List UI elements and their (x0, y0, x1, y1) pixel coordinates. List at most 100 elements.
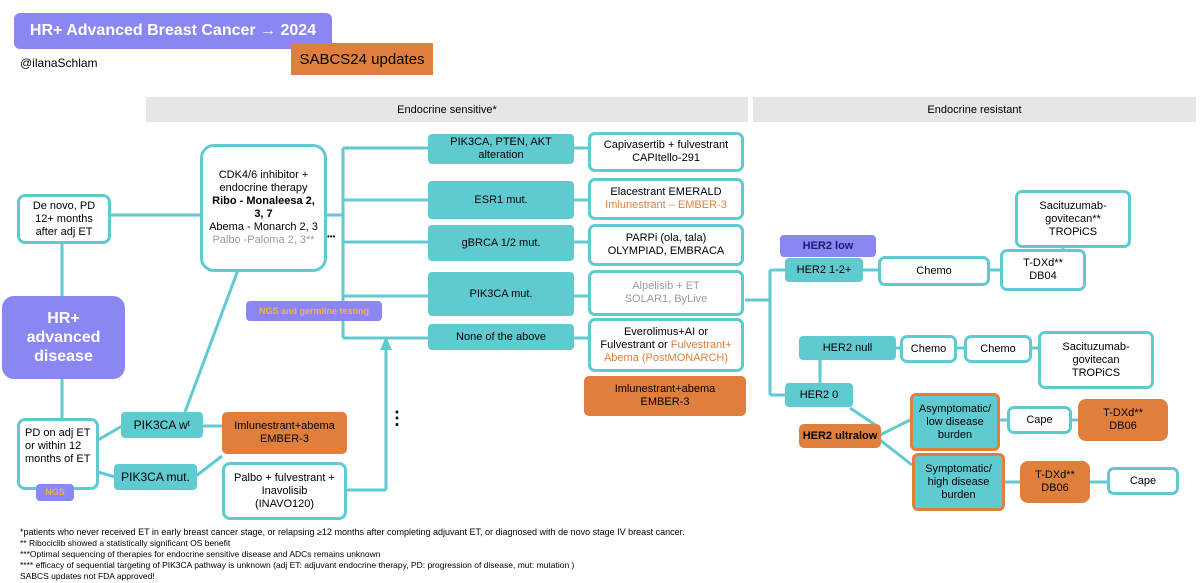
tdxd-db06a-2: DB06 (1109, 420, 1137, 432)
hr-line1: HR+ (47, 310, 80, 327)
asymptomatic-node: Asymptomatic/ low disease burden (910, 393, 1000, 451)
denovo-label: De novo, PD 12+ months after adj ET (32, 199, 96, 238)
imlun-abema-left-node: Imlunestrant+abema EMBER-3 (222, 412, 347, 454)
her2-low-label: HER2 low (802, 239, 854, 252)
therapy-alpe-1: Alpelisib + ET (632, 280, 700, 292)
sym-3: burden (941, 488, 976, 501)
symptomatic-node: Symptomatic/ high disease burden (912, 453, 1005, 511)
alteration-gbrca-node: gBRCA 1/2 mut. (428, 225, 574, 261)
cape-sym-label: Cape (1129, 474, 1157, 487)
cape-asym-node: Cape (1007, 406, 1072, 434)
therapy-evero-2: Fulvestrant or (600, 338, 668, 351)
endocrine-resistant-band: Endocrine resistant (753, 97, 1196, 122)
therapy-evero-orange-2: Abema (PostMONARCH) (603, 351, 729, 364)
tdxd-db06b-1: T-DXd** (1035, 469, 1075, 481)
her2-0-node: HER2 0 (785, 383, 853, 407)
imlun-abema-left-1: Imlunestrant+abema (234, 420, 335, 432)
sacituzumab-top-node: Sacituzumab- govitecan** TROPiCS (1015, 190, 1131, 248)
therapy-elacestrant-node: Elacestrant EMERALD Imlunestrant – EMBER… (588, 178, 744, 220)
her2-12-label: HER2 1-2+ (796, 263, 852, 276)
her2-0-label: HER2 0 (799, 388, 839, 401)
asym-2: low disease (926, 415, 984, 428)
her2-null-node: HER2 null (799, 336, 896, 360)
cdk46-node: CDK4/6 inhibitor + endocrine therapy Rib… (200, 144, 327, 272)
pik3ca-mut-label: PIK3CA mut. (121, 469, 190, 484)
her2-12-node: HER2 1-2+ (785, 258, 863, 282)
tdxd-db06-asym-node: T-DXd** DB06 (1078, 399, 1168, 441)
alteration-none-node: None of the above (428, 324, 574, 350)
chemo-null-1-label: Chemo (910, 342, 947, 355)
sym-1: Symptomatic/ (925, 462, 992, 475)
tdxd-db04-node: T-DXd** DB04 (1000, 249, 1086, 291)
hr-advanced-disease-node: HR+ advanced disease (2, 296, 125, 379)
therapy-parpi-1: PARPi (ola, tala) (625, 232, 707, 244)
therapy-evero-orange-1: Fulvestrant+ (670, 338, 732, 351)
sabcs-badge: SABCS24 updates (291, 43, 433, 75)
saci1-2: govitecan** (1045, 212, 1101, 225)
cdk-ribo: Ribo - Monaleesa 2, 3, 7 (212, 195, 315, 220)
alteration-esr1-node: ESR1 mut. (428, 181, 574, 219)
saci1-1: Sacituzumab- (1039, 199, 1107, 212)
chemo-null-2-node: Chemo (964, 335, 1032, 363)
footnote-5: SABCS updates not FDA approved! (20, 571, 155, 581)
tdxd-db04-1: T-DXd** (1023, 257, 1063, 269)
footnotes: *patients who never received ET in early… (20, 527, 920, 582)
cdk-abema: Abema - Monarch 2, 3 (209, 221, 318, 233)
therapy-capi-2: CAPItello-291 (632, 152, 700, 164)
chemo-null-1-node: Chemo (900, 335, 957, 363)
endocrine-sensitive-band: Endocrine sensitive* (146, 97, 748, 122)
therapy-evero-1: Everolimus+AI or (623, 325, 709, 338)
cape-asym-label: Cape (1026, 413, 1053, 426)
saci1-3: TROPiCS (1048, 225, 1098, 238)
pik3ca-wt-label: PIK3CA wᵗ (133, 417, 191, 432)
palbo-inavo-node: Palbo + fulvestrant + Inavolisib (INAVO1… (222, 462, 347, 520)
ngs-germline-label: NGS and germline testing (258, 305, 370, 316)
therapy-imlun-2: EMBER-3 (640, 396, 690, 408)
pd-adj-node: PD on adj ET or within 12 months of ET (17, 418, 99, 490)
cdk-line2: endocrine therapy (219, 182, 308, 194)
cdk-dots: ••• (327, 232, 336, 241)
imlun-abema-left-2: EMBER-3 (260, 433, 309, 445)
sabcs-badge-label: SABCS24 updates (299, 50, 425, 68)
endocrine-resistant-label: Endocrine resistant (927, 103, 1022, 116)
asym-1: Asymptomatic/ (918, 402, 992, 415)
denovo-node: De novo, PD 12+ months after adj ET (17, 194, 111, 244)
tdxd-db06-sym-node: T-DXd** DB06 (1020, 461, 1090, 503)
therapy-parpi-node: PARPi (ola, tala) OLYMPIAD, EMBRACA (588, 224, 744, 266)
page-title: HR+ Advanced Breast Cancer → 2024 (29, 22, 317, 39)
therapy-ela-1: Elacestrant EMERALD (610, 186, 722, 198)
ngs-germline-badge: NGS and germline testing (246, 301, 382, 321)
sacituzumab-null-node: Sacituzumab- govitecan TROPiCS (1038, 331, 1154, 389)
title-banner: HR+ Advanced Breast Cancer → 2024 (14, 13, 332, 49)
alteration-gbrca-label: gBRCA 1/2 mut. (461, 236, 541, 249)
endocrine-sensitive-label: Endocrine sensitive* (397, 103, 497, 116)
tdxd-db04-2: DB04 (1029, 270, 1057, 282)
therapy-everolimus-node: Everolimus+AI or Fulvestrant or Fulvestr… (588, 318, 744, 372)
ngs-label: NGS (45, 487, 65, 497)
palbo-inavo-2: Inavolisib (261, 484, 308, 497)
her2-ultralow-node: HER2 ultralow (799, 424, 881, 448)
saci2-1: Sacituzumab- (1062, 340, 1130, 353)
therapy-parpi-2: OLYMPIAD, EMBRACA (607, 245, 725, 257)
saci2-2: govitecan (1072, 353, 1120, 366)
palbo-inavo-1: Palbo + fulvestrant + (234, 471, 335, 484)
asym-3: burden (937, 428, 973, 441)
her2-ultralow-label: HER2 ultralow (802, 429, 878, 442)
cape-sym-node: Cape (1107, 467, 1179, 495)
hr-line3: disease (34, 348, 93, 365)
tdxd-db06a-1: T-DXd** (1103, 407, 1143, 419)
therapy-imlun-1: Imlunestrant+abema (614, 383, 716, 395)
pik3ca-mut-node: PIK3CA mut. (114, 464, 197, 490)
tdxd-db06b-2: DB06 (1041, 482, 1069, 494)
her2-low-badge: HER2 low (780, 235, 876, 257)
pd-adj-label: PD on adj ET or within 12 months of ET (25, 427, 91, 465)
footnote-3: ***Optimal sequencing of therapies for e… (20, 549, 381, 559)
palbo-inavo-3: (INAVO120) (254, 497, 315, 510)
therapy-alpe-2: SOLAR1, ByLive (624, 293, 708, 305)
footnote-2: ** Ribociclib showed a statistically sig… (20, 538, 231, 548)
alteration-pi3k-node: PIK3CA, PTEN, AKT alteration (428, 134, 574, 164)
ngs-badge: NGS (36, 484, 74, 501)
therapy-capi-1: Capivasertib + fulvestrant (603, 139, 729, 151)
alteration-pi3k-label: PIK3CA, PTEN, AKT alteration (450, 136, 552, 161)
